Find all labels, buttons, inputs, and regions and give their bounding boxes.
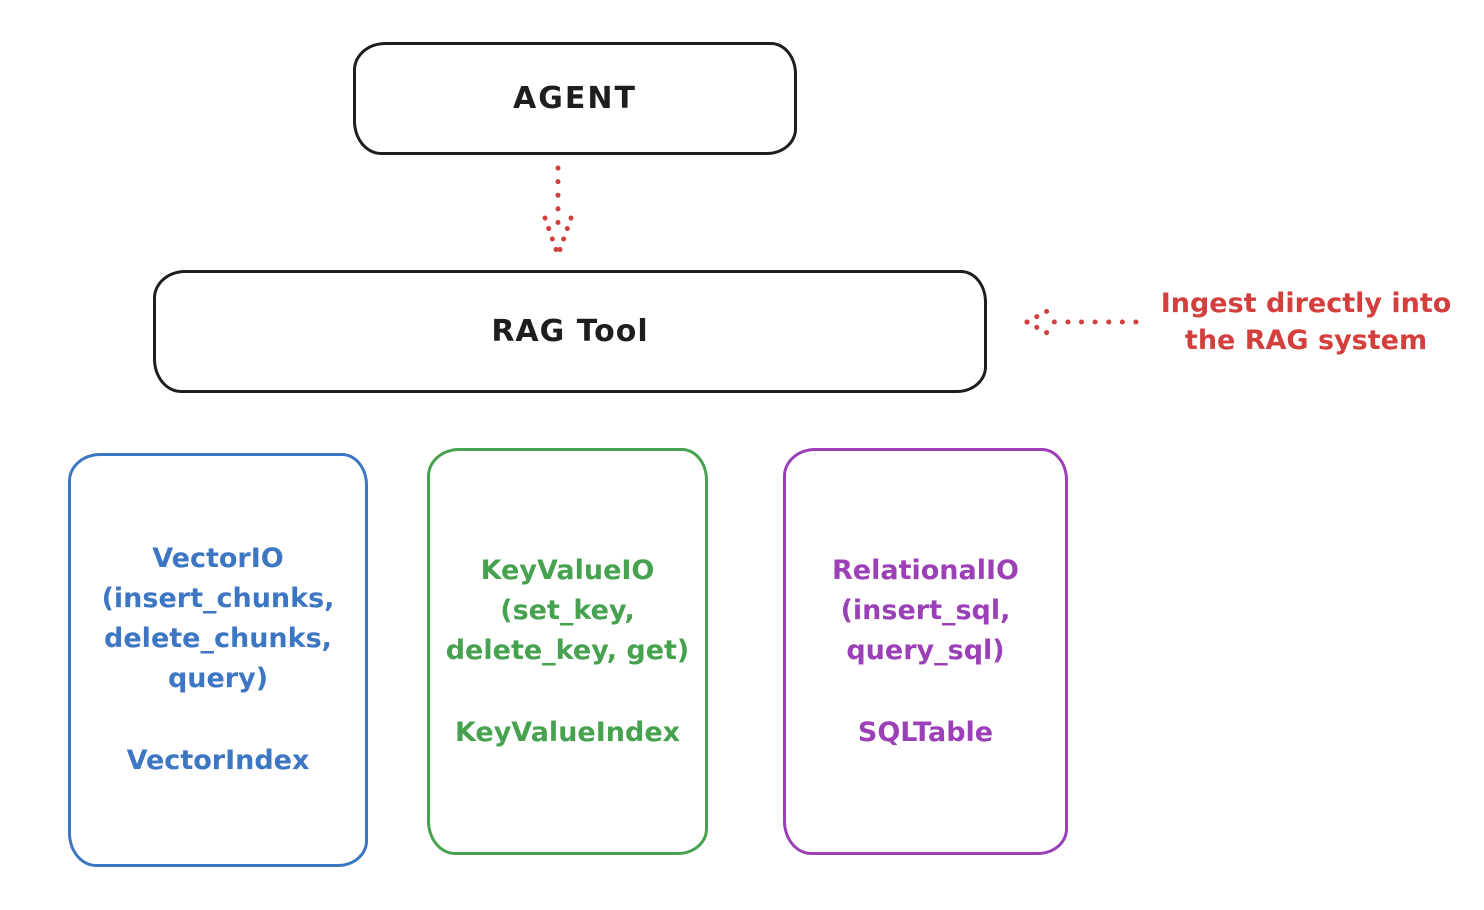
relational-io-node: RelationalIO (insert_sql, query_sql) SQL… <box>783 448 1068 855</box>
keyvalue-io-node: KeyValueIO (set_key, delete_key, get) Ke… <box>427 448 708 855</box>
rag-tool-node: RAG Tool <box>153 270 987 393</box>
vector-io-node: VectorIO (insert_chunks, delete_chunks, … <box>68 453 368 867</box>
down-arrow-icon <box>542 165 574 258</box>
relational-io-methods: RelationalIO (insert_sql, query_sql) <box>832 554 1019 666</box>
rag-tool-label: RAG Tool <box>491 314 649 349</box>
keyvalue-io-methods: KeyValueIO (set_key, delete_key, get) <box>445 554 690 666</box>
sql-table-label: SQLTable <box>857 716 994 748</box>
annotation-text: Ingest directly into the RAG system <box>1160 288 1452 356</box>
agent-label: AGENT <box>513 81 637 116</box>
vector-io-methods: VectorIO (insert_chunks, delete_chunks, … <box>101 543 335 694</box>
agent-node: AGENT <box>353 42 797 155</box>
keyvalue-index-label: KeyValueIndex <box>454 716 681 748</box>
left-arrow-icon <box>1024 306 1139 338</box>
vector-index-label: VectorIndex <box>126 745 310 776</box>
